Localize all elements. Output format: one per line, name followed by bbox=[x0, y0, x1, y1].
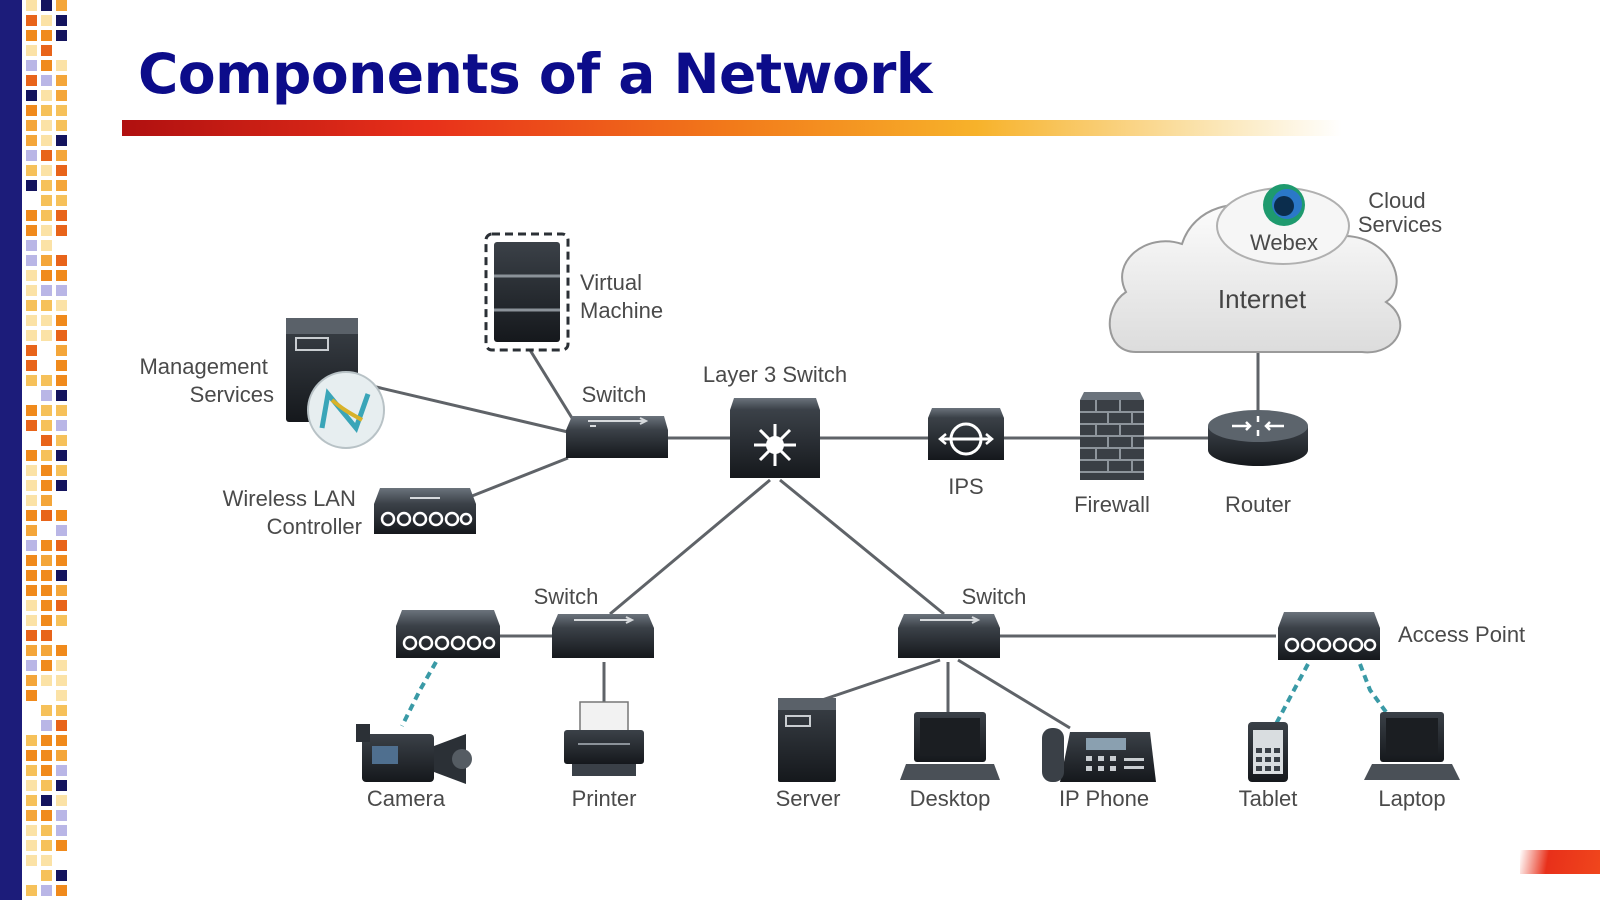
right-switch-label: Switch bbox=[962, 584, 1027, 609]
virtual-machine-label: Virtual Machine bbox=[580, 270, 663, 323]
core-switch-icon[interactable] bbox=[566, 416, 668, 458]
core-switch-label: Switch bbox=[582, 382, 647, 407]
firewall-label: Firewall bbox=[1074, 492, 1150, 517]
ip-phone-label: IP Phone bbox=[1059, 786, 1149, 811]
desktop-label: Desktop bbox=[910, 786, 991, 811]
link-rightswitch-server bbox=[821, 658, 941, 702]
ips-icon[interactable] bbox=[928, 408, 1004, 460]
title-underline bbox=[122, 120, 1342, 136]
wlc-label: Wireless LAN Controller bbox=[223, 486, 362, 539]
router-label: Router bbox=[1225, 492, 1291, 517]
wireless-ap-laptop bbox=[1358, 663, 1388, 714]
ip-phone-icon[interactable] bbox=[1042, 728, 1156, 782]
laptop-icon[interactable] bbox=[1364, 712, 1460, 780]
link-vm-switch bbox=[528, 349, 574, 419]
layer3-switch-icon[interactable] bbox=[730, 398, 820, 478]
internet-label: Internet bbox=[1218, 284, 1307, 314]
camera-icon[interactable] bbox=[356, 724, 472, 784]
left-switch-label: Switch bbox=[534, 584, 599, 609]
cloud-services-label: Cloud Services bbox=[1358, 188, 1442, 237]
link-l3-rightswitch bbox=[779, 478, 945, 616]
link-wlc-switch bbox=[471, 456, 569, 498]
access-point-label: Access Point bbox=[1398, 622, 1525, 647]
tablet-label: Tablet bbox=[1239, 786, 1298, 811]
tablet-icon[interactable] bbox=[1248, 722, 1288, 782]
camera-hub-icon[interactable] bbox=[396, 610, 500, 658]
internet-cloud: Webex Internet bbox=[1108, 184, 1402, 354]
right-switch-icon[interactable] bbox=[898, 614, 1000, 658]
page-title: Components of a Network bbox=[138, 42, 932, 106]
webex-label: Webex bbox=[1250, 230, 1318, 255]
camera-label: Camera bbox=[367, 786, 446, 811]
link-rightswitch-phone bbox=[957, 658, 1071, 730]
decorative-side-strip bbox=[0, 0, 67, 900]
wireless-ap-tablet bbox=[1274, 663, 1310, 725]
router-icon[interactable] bbox=[1208, 410, 1308, 466]
server-label: Server bbox=[776, 786, 841, 811]
desktop-icon[interactable] bbox=[900, 712, 1000, 780]
wireless-hub-camera bbox=[400, 661, 438, 727]
virtual-machine-icon[interactable] bbox=[484, 232, 570, 352]
left-switch-icon[interactable] bbox=[552, 614, 654, 658]
link-mgmt-switch bbox=[371, 384, 569, 434]
printer-icon[interactable] bbox=[564, 701, 644, 776]
server-icon[interactable] bbox=[778, 698, 836, 782]
management-server-icon[interactable] bbox=[286, 318, 385, 449]
link-l3-leftswitch bbox=[609, 478, 771, 616]
laptop-label: Laptop bbox=[1378, 786, 1445, 811]
webex-icon bbox=[1263, 184, 1305, 226]
management-services-label: Management Services bbox=[139, 354, 274, 407]
wired-links bbox=[371, 349, 1276, 730]
access-point-icon[interactable] bbox=[1278, 612, 1380, 660]
layer3-switch-label: Layer 3 Switch bbox=[703, 362, 847, 387]
wlc-icon[interactable] bbox=[374, 488, 476, 534]
ips-label: IPS bbox=[948, 474, 983, 499]
wireless-links bbox=[400, 661, 1388, 727]
corner-accent bbox=[1520, 850, 1600, 874]
firewall-icon[interactable] bbox=[1080, 392, 1144, 480]
printer-label: Printer bbox=[572, 786, 637, 811]
